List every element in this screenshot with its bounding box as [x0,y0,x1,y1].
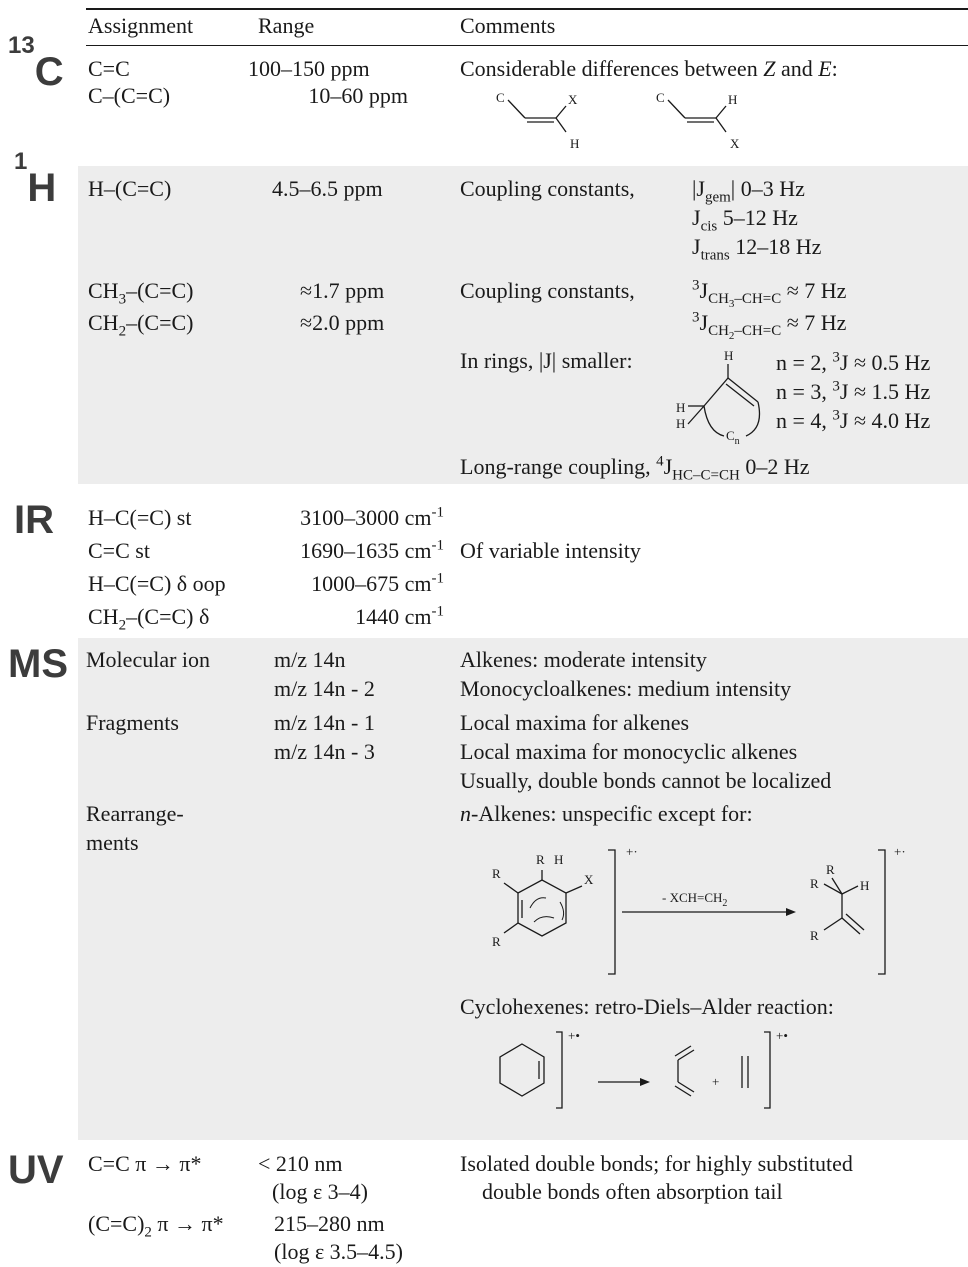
svg-text:X: X [584,872,594,887]
ir-assignment-1: H–C(=C) st [88,505,192,530]
section-13c-label: 13C [8,32,64,94]
svg-text:H: H [676,416,685,431]
j-gem: |Jgem| 0–3 Hz [692,176,805,206]
j3-ch3: 3JCH3–CH=C ≈ 7 Hz [692,277,847,311]
uv-range-1-log: (log ε 3–4) [272,1179,369,1204]
svg-text:H: H [724,348,733,363]
ir-range-4: 1440 cm-1 [355,603,444,629]
svg-text:X: X [730,136,740,151]
svg-text:C: C [656,90,665,105]
h1-comment-1: Coupling constants, [460,176,635,201]
long-range-coupling: Long-range coupling, 4JHC–C=CH 0–2 Hz [460,453,810,484]
c13-assignment-2: C–(C=C) [88,83,171,108]
ms-comment-3: Local maxima for alkenes [460,710,690,735]
ring-n2: n = 2, 3J ≈ 0.5 Hz [776,349,931,375]
svg-text:H: H [554,852,563,867]
j-trans: Jtrans 12–18 Hz [692,234,822,264]
uv-assignment-1: C=C π → π* [88,1151,202,1176]
uv-comment-2: double bonds often absorption tail [482,1179,783,1204]
section-ir-label: IR [14,498,54,542]
section-uv-label: UV [8,1148,64,1192]
svg-text:+•: +• [776,1028,788,1043]
ring-n3: n = 3, 3J ≈ 1.5 Hz [776,378,931,404]
svg-text:+•: +• [568,1028,580,1043]
svg-text:+·: +· [894,844,906,859]
ms-rearrangements-2: ments [86,830,139,855]
h1-assignment-3: CH2–(C=C) [88,310,194,340]
svg-text:+·: +· [626,844,638,859]
table-top-rule [86,8,968,10]
svg-text:H: H [728,92,737,107]
j-cis: Jcis 5–12 Hz [692,205,798,235]
cn-label: Cn [726,428,740,447]
svg-text:R: R [810,928,819,943]
svg-text:R: R [826,862,835,877]
uv-range-1: < 210 nm [258,1151,343,1176]
section-ms-background [78,638,968,1140]
table-header-rule [86,45,968,46]
j3-ch2: 3JCH2–CH=C ≈ 7 Hz [692,309,847,343]
h1-range-1: 4.5–6.5 ppm [272,176,383,201]
mclafferty-scheme: R R H X R +· - XCH=CH2 R R H R +· [492,844,906,975]
svg-text:C: C [496,90,505,105]
h1-range-2: ≈1.7 ppm [300,278,385,303]
ms-comment-1: Alkenes: moderate intensity [460,647,707,672]
section-ms-label: MS [8,642,68,686]
svg-text:+: + [712,1074,719,1089]
n-alkenes-comment: n-Alkenes: unspecific except for: [460,801,753,826]
c13-assignment-1: C=C [88,56,130,81]
ms-comment-4: Local maxima for monocyclic alkenes [460,739,798,764]
ms-range-1: m/z 14n [274,647,346,672]
ir-range-1: 3100–3000 cm-1 [300,504,444,530]
header-range: Range [258,13,315,38]
ms-comment-2: Monocycloalkenes: medium intensity [460,676,792,701]
h1-assignment-1: H–(C=C) [88,176,172,201]
ir-assignment-4: CH2–(C=C) δ [88,604,210,634]
z-isomer-structure: C X H [496,90,579,151]
ms-comment-5: Usually, double bonds cannot be localize… [460,768,832,793]
c13-range-1: 100–150 ppm [248,56,370,81]
retro-diels-alder-comment: Cyclohexenes: retro-Diels–Alder reaction… [460,994,834,1019]
svg-text:X: X [568,92,578,107]
ir-range-3: 1000–675 cm-1 [311,570,444,596]
c13-comment: Considerable differences between Z and E… [460,56,838,81]
h1-range-3: ≈2.0 ppm [300,310,385,335]
h1-assignment-2: CH3–(C=C) [88,278,194,308]
ms-assignment-3: Fragments [86,710,179,735]
ring-structure: H H H Cn [676,348,761,447]
ring-n4: n = 4, 3J ≈ 4.0 Hz [776,407,931,433]
uv-range-2-log: (log ε 3.5–4.5) [274,1239,404,1264]
ms-assignment-1: Molecular ion [86,647,211,672]
header-assignment: Assignment [88,13,194,38]
ms-rearrangements-1: Rearrange- [86,801,184,826]
e-isomer-structure: C H X [656,90,740,151]
ir-assignment-2: C=C st [88,538,150,563]
ms-range-2: m/z 14n - 2 [274,676,375,701]
svg-text:R: R [492,866,501,881]
uv-assignment-2: (C=C)2 π → π* [88,1211,224,1241]
svg-text:R: R [810,876,819,891]
c13-range-2: 10–60 ppm [308,83,408,108]
h1-comment-2: Coupling constants, [460,278,635,303]
loss-label: - XCH=CH2 [662,890,727,909]
section-1h-label: 1H [14,148,57,210]
uv-range-2: 215–280 nm [274,1211,385,1236]
ms-range-4: m/z 14n - 3 [274,739,375,764]
retro-diels-alder-scheme: +• + +• [499,1028,788,1109]
uv-comment-1: Isolated double bonds; for highly substi… [460,1151,853,1176]
ms-range-3: m/z 14n - 1 [274,710,375,735]
svg-text:R: R [492,934,501,949]
svg-text:R: R [536,852,545,867]
svg-text:H: H [570,136,579,151]
header-comments: Comments [460,13,556,38]
ir-range-2: 1690–1635 cm-1 [300,537,444,563]
rings-comment: In rings, |J| smaller: [460,348,633,373]
svg-text:H: H [860,878,869,893]
svg-text:H: H [676,400,685,415]
ir-assignment-3: H–C(=C) δ oop [88,571,226,596]
section-1h-background [78,166,968,484]
ir-comment: Of variable intensity [460,538,641,563]
